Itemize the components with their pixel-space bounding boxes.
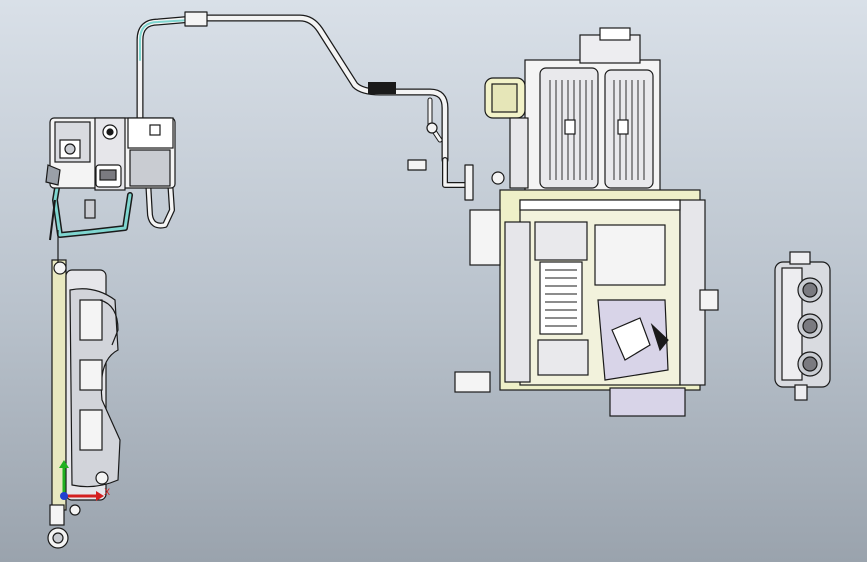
refrigerant-pipe[interactable] bbox=[52, 11, 474, 238]
pipe-insulation-sleeve bbox=[368, 82, 396, 94]
coordinate-triad-icon bbox=[59, 460, 104, 501]
compressor-assembly[interactable] bbox=[45, 117, 176, 219]
climate-control-panel[interactable] bbox=[774, 251, 831, 401]
pipe-connector bbox=[184, 11, 208, 27]
hvac-module[interactable] bbox=[454, 27, 719, 417]
condenser-module[interactable] bbox=[47, 199, 121, 549]
triad-x-label: X bbox=[104, 488, 111, 498]
